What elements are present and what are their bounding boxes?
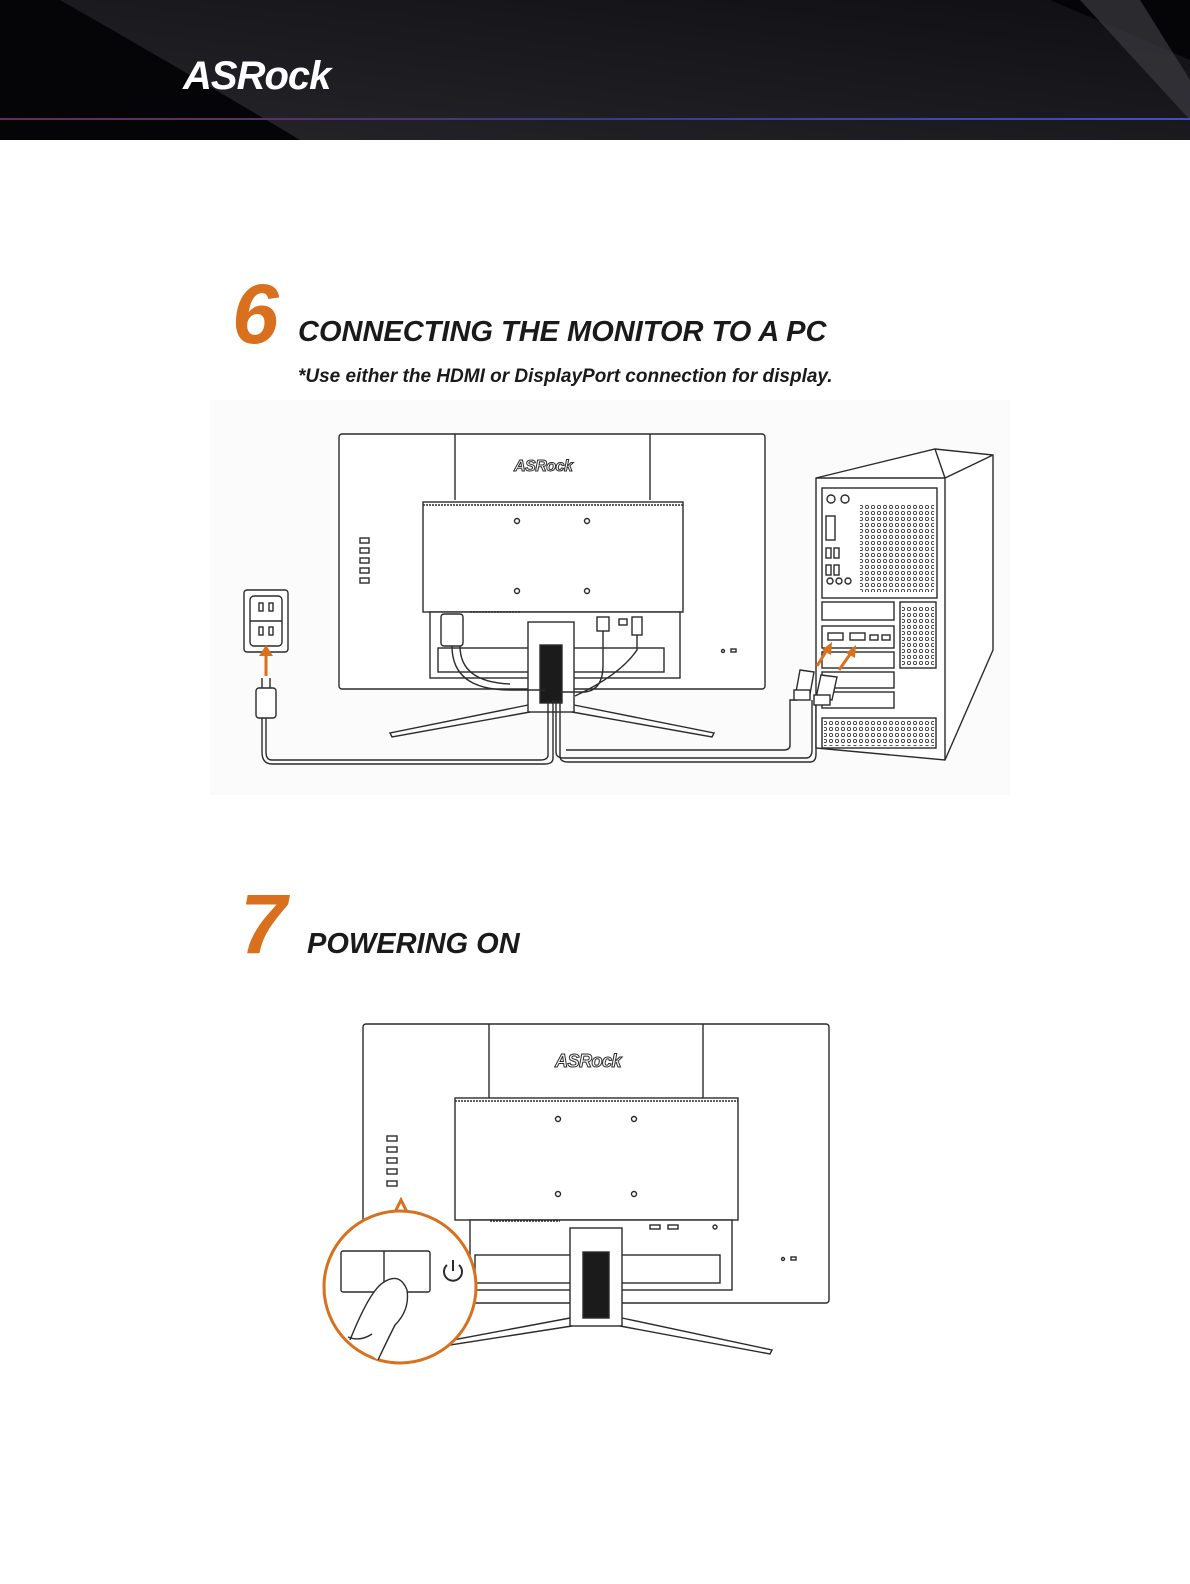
pc-tower [816,449,993,760]
wall-outlet [244,590,288,652]
monitor-brand-label: ASRock [514,458,572,476]
monitor-brand-label-2: ASRock [555,1051,621,1072]
monitor-back [339,434,765,737]
power-plug [256,678,276,718]
step-7-title: POWERING ON [307,930,520,959]
step-7-number: 7 [240,882,287,966]
